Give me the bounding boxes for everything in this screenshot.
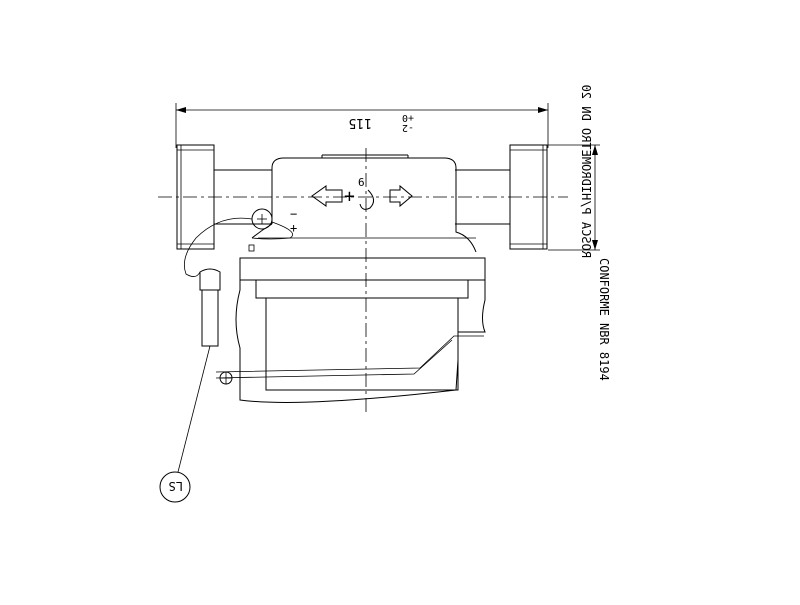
side-note-line2: CONFORME NBR 8194: [597, 258, 611, 381]
flow-symbol: + 6: [344, 176, 374, 210]
polarity-plus: +: [290, 221, 297, 235]
seal-callout: LS: [159, 345, 211, 503]
flow-symbol-mark: +: [344, 186, 355, 207]
width-dimension-value: 115: [349, 115, 372, 130]
width-tolerance-plus: +0: [402, 112, 414, 123]
flow-arrow-right: [389, 184, 413, 208]
seal-wire: − +: [183, 207, 297, 385]
seal-callout-label: LS: [169, 479, 183, 493]
side-note: ROSCA P/HIDROMETRO DN 20: [579, 85, 593, 258]
width-tolerance-minus: -2: [402, 122, 414, 133]
flow-arrow-left: [311, 185, 343, 207]
register-housing: [215, 257, 486, 403]
polarity-minus: −: [290, 207, 297, 221]
height-dimension: [548, 144, 600, 251]
flow-symbol-digit: 6: [358, 176, 365, 189]
meter-body: [251, 154, 477, 253]
side-note-line1: ROSCA P/HIDROMETRO DN 20: [579, 85, 593, 258]
right-thread-end: [455, 144, 548, 250]
width-dimension: 115 -2 +0: [175, 103, 549, 148]
side-note-2: CONFORME NBR 8194: [597, 258, 611, 381]
